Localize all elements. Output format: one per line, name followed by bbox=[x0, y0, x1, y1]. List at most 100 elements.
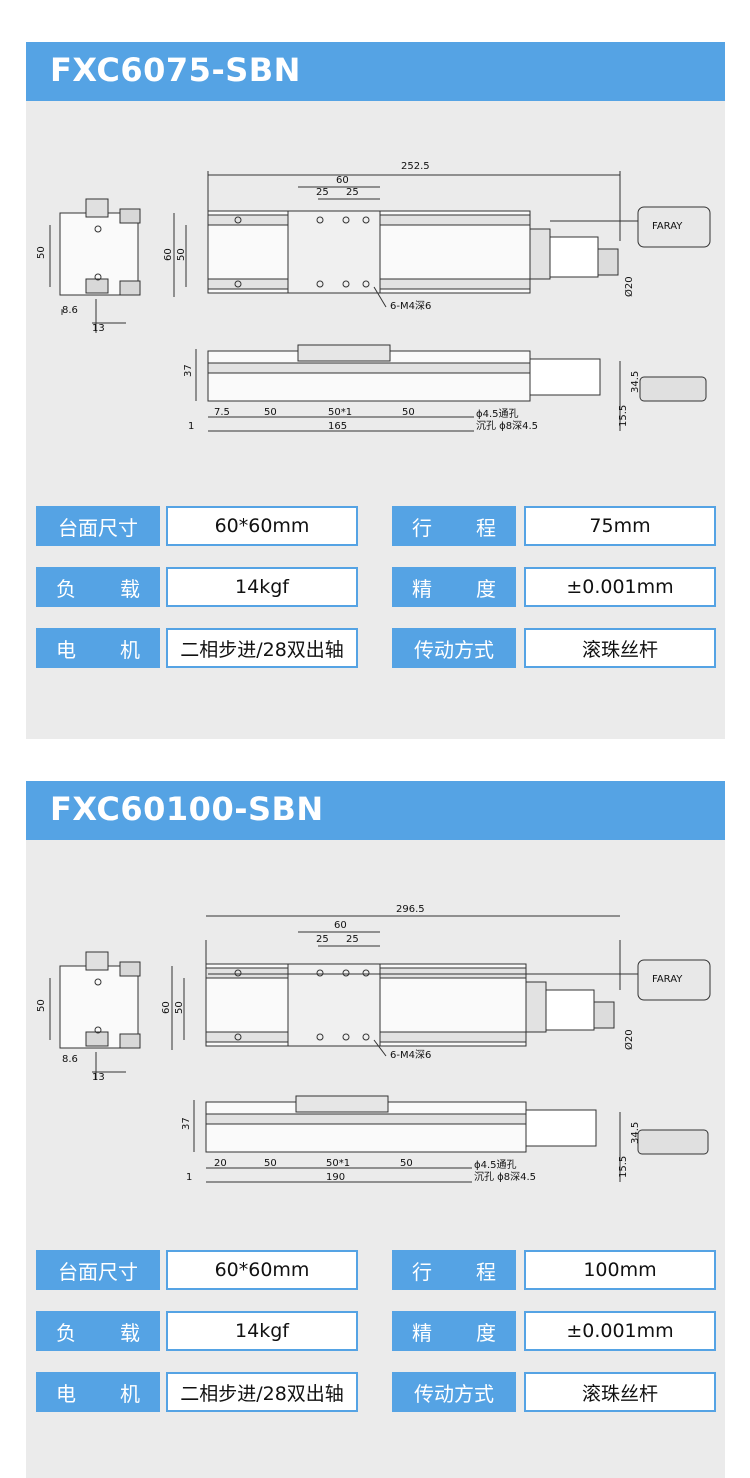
spec-label-stroke: 行 程 bbox=[392, 1250, 516, 1290]
spec-value-load: 14kgf bbox=[166, 567, 358, 607]
dim-hole-b: 25 bbox=[346, 934, 359, 945]
product-section-fxc6075: FXC6075-SBN 50 8.6 13 bbox=[26, 42, 725, 739]
dim-h15-5: 15.5 bbox=[618, 405, 629, 427]
spec-value-table-size: 60*60mm bbox=[166, 506, 358, 546]
spec-label-part: 度 bbox=[476, 576, 496, 601]
note-holes: 6-M4深6 bbox=[390, 1049, 431, 1061]
dim-h34-5: 34.5 bbox=[630, 1122, 641, 1144]
spec-value-motor: 二相步进/28双出轴 bbox=[166, 628, 358, 668]
dim-h34-5: 34.5 bbox=[630, 371, 641, 393]
technical-drawing: 50 8.6 13 bbox=[26, 840, 725, 1240]
spec-value-precision: ±0.001mm bbox=[524, 567, 716, 607]
spec-value-load: 14kgf bbox=[166, 1311, 358, 1351]
dim-hole-b: 25 bbox=[346, 187, 359, 198]
spec-row: 电 机 二相步进/28双出轴 传动方式 滚珠丝杆 bbox=[26, 628, 725, 668]
technical-drawing: 50 8.6 13 252.5 bbox=[26, 101, 725, 501]
top-view bbox=[171, 915, 711, 1057]
dim-height-50: 50 bbox=[176, 248, 187, 261]
dim-base-len: 165 bbox=[328, 421, 347, 432]
dim-side-50: 50 bbox=[36, 999, 47, 1012]
spec-row: 台面尺寸 60*60mm 行 程 100mm bbox=[26, 1250, 725, 1290]
spec-label-stroke: 行 程 bbox=[392, 506, 516, 546]
note-counterbore: 沉孔 ϕ8深4.5 bbox=[476, 419, 538, 432]
spec-label-part: 精 bbox=[412, 1320, 432, 1345]
spec-label-part: 程 bbox=[476, 1259, 496, 1284]
spec-label-part: 电 bbox=[56, 637, 76, 662]
product-title-bar: FXC6075-SBN bbox=[26, 42, 725, 101]
dim-b3: 50*1 bbox=[328, 407, 352, 418]
spec-label-part: 度 bbox=[476, 1320, 496, 1345]
dimension-drawing-svg: 50 8.6 13 252.5 bbox=[36, 161, 711, 432]
side-view bbox=[49, 951, 141, 1080]
note-counterbore: 沉孔 ϕ8深4.5 bbox=[474, 1170, 536, 1183]
product-title: FXC6075-SBN bbox=[50, 51, 301, 89]
front-view bbox=[193, 1095, 709, 1183]
dim-side-13: 13 bbox=[92, 323, 105, 334]
spec-label-precision: 精 度 bbox=[392, 567, 516, 607]
note-through-hole: ϕ4.5通孔 bbox=[474, 1159, 517, 1171]
dim-motor-dia: Ø20 bbox=[623, 1029, 635, 1050]
dim-height-50: 50 bbox=[174, 1001, 185, 1014]
side-view bbox=[49, 198, 141, 333]
spec-label-motor: 电 机 bbox=[36, 1372, 160, 1412]
note-through-hole: ϕ4.5通孔 bbox=[476, 408, 519, 420]
dim-table-width: 60 bbox=[336, 175, 349, 186]
dim-side-50: 50 bbox=[36, 246, 47, 259]
product-title: FXC60100-SBN bbox=[50, 790, 324, 828]
spec-label-table-size: 台面尺寸 bbox=[36, 1250, 160, 1290]
dim-b3: 50*1 bbox=[326, 1158, 350, 1169]
spec-value-stroke: 75mm bbox=[524, 506, 716, 546]
spec-label-part: 负 bbox=[56, 576, 76, 601]
brand-label: FARAY bbox=[652, 221, 683, 232]
dim-overall-length: 296.5 bbox=[396, 904, 425, 915]
spec-row: 电 机 二相步进/28双出轴 传动方式 滚珠丝杆 bbox=[26, 1372, 725, 1412]
front-view bbox=[195, 344, 707, 432]
dim-hole-a: 25 bbox=[316, 934, 329, 945]
spec-row: 负 载 14kgf 精 度 ±0.001mm bbox=[26, 1311, 725, 1351]
spec-label-drive: 传动方式 bbox=[392, 1372, 516, 1412]
dim-hole-a: 25 bbox=[316, 187, 329, 198]
dim-height-60: 60 bbox=[163, 248, 174, 261]
spec-label-part: 载 bbox=[120, 1320, 140, 1345]
dim-side-13: 13 bbox=[92, 1072, 105, 1083]
spec-value-drive: 滚珠丝杆 bbox=[524, 628, 716, 668]
dim-h15-5: 15.5 bbox=[618, 1156, 629, 1178]
product-title-bar: FXC60100-SBN bbox=[26, 781, 725, 840]
dim-motor-dia: Ø20 bbox=[623, 276, 635, 297]
spec-label-part: 机 bbox=[120, 1381, 140, 1406]
dim-h37: 37 bbox=[181, 1117, 192, 1130]
spec-value-table-size: 60*60mm bbox=[166, 1250, 358, 1290]
spec-label-part: 载 bbox=[120, 576, 140, 601]
spec-label-part: 行 bbox=[412, 515, 432, 540]
spec-value-precision: ±0.001mm bbox=[524, 1311, 716, 1351]
dim-b1: 7.5 bbox=[214, 407, 230, 418]
spec-label-precision: 精 度 bbox=[392, 1311, 516, 1351]
dim-one: 1 bbox=[188, 421, 194, 432]
dim-one: 1 bbox=[186, 1172, 192, 1183]
dimension-drawing-svg: 50 8.6 13 bbox=[36, 904, 711, 1183]
spec-label-load: 负 载 bbox=[36, 1311, 160, 1351]
product-section-fxc60100: FXC60100-SBN 50 8.6 13 bbox=[26, 781, 725, 1478]
spec-label-part: 负 bbox=[56, 1320, 76, 1345]
dim-side-8-6: 8.6 bbox=[62, 1054, 78, 1065]
dim-b1: 20 bbox=[214, 1158, 227, 1169]
spec-value-drive: 滚珠丝杆 bbox=[524, 1372, 716, 1412]
spec-row: 负 载 14kgf 精 度 ±0.001mm bbox=[26, 567, 725, 607]
spec-label-part: 精 bbox=[412, 576, 432, 601]
spec-value-motor: 二相步进/28双出轴 bbox=[166, 1372, 358, 1412]
spec-label-part: 机 bbox=[120, 637, 140, 662]
brand-label: FARAY bbox=[652, 974, 683, 985]
dim-table-width: 60 bbox=[334, 920, 347, 931]
spec-label-part: 程 bbox=[476, 515, 496, 540]
dim-side-8-6: 8.6 bbox=[62, 305, 78, 316]
dim-h37: 37 bbox=[183, 364, 194, 377]
spec-value-stroke: 100mm bbox=[524, 1250, 716, 1290]
spec-label-part: 电 bbox=[56, 1381, 76, 1406]
spec-label-load: 负 载 bbox=[36, 567, 160, 607]
dim-height-60: 60 bbox=[161, 1001, 172, 1014]
spec-label-table-size: 台面尺寸 bbox=[36, 506, 160, 546]
dim-b4: 50 bbox=[402, 407, 415, 418]
dim-b2: 50 bbox=[264, 407, 277, 418]
dim-b4: 50 bbox=[400, 1158, 413, 1169]
spec-label-part: 行 bbox=[412, 1259, 432, 1284]
